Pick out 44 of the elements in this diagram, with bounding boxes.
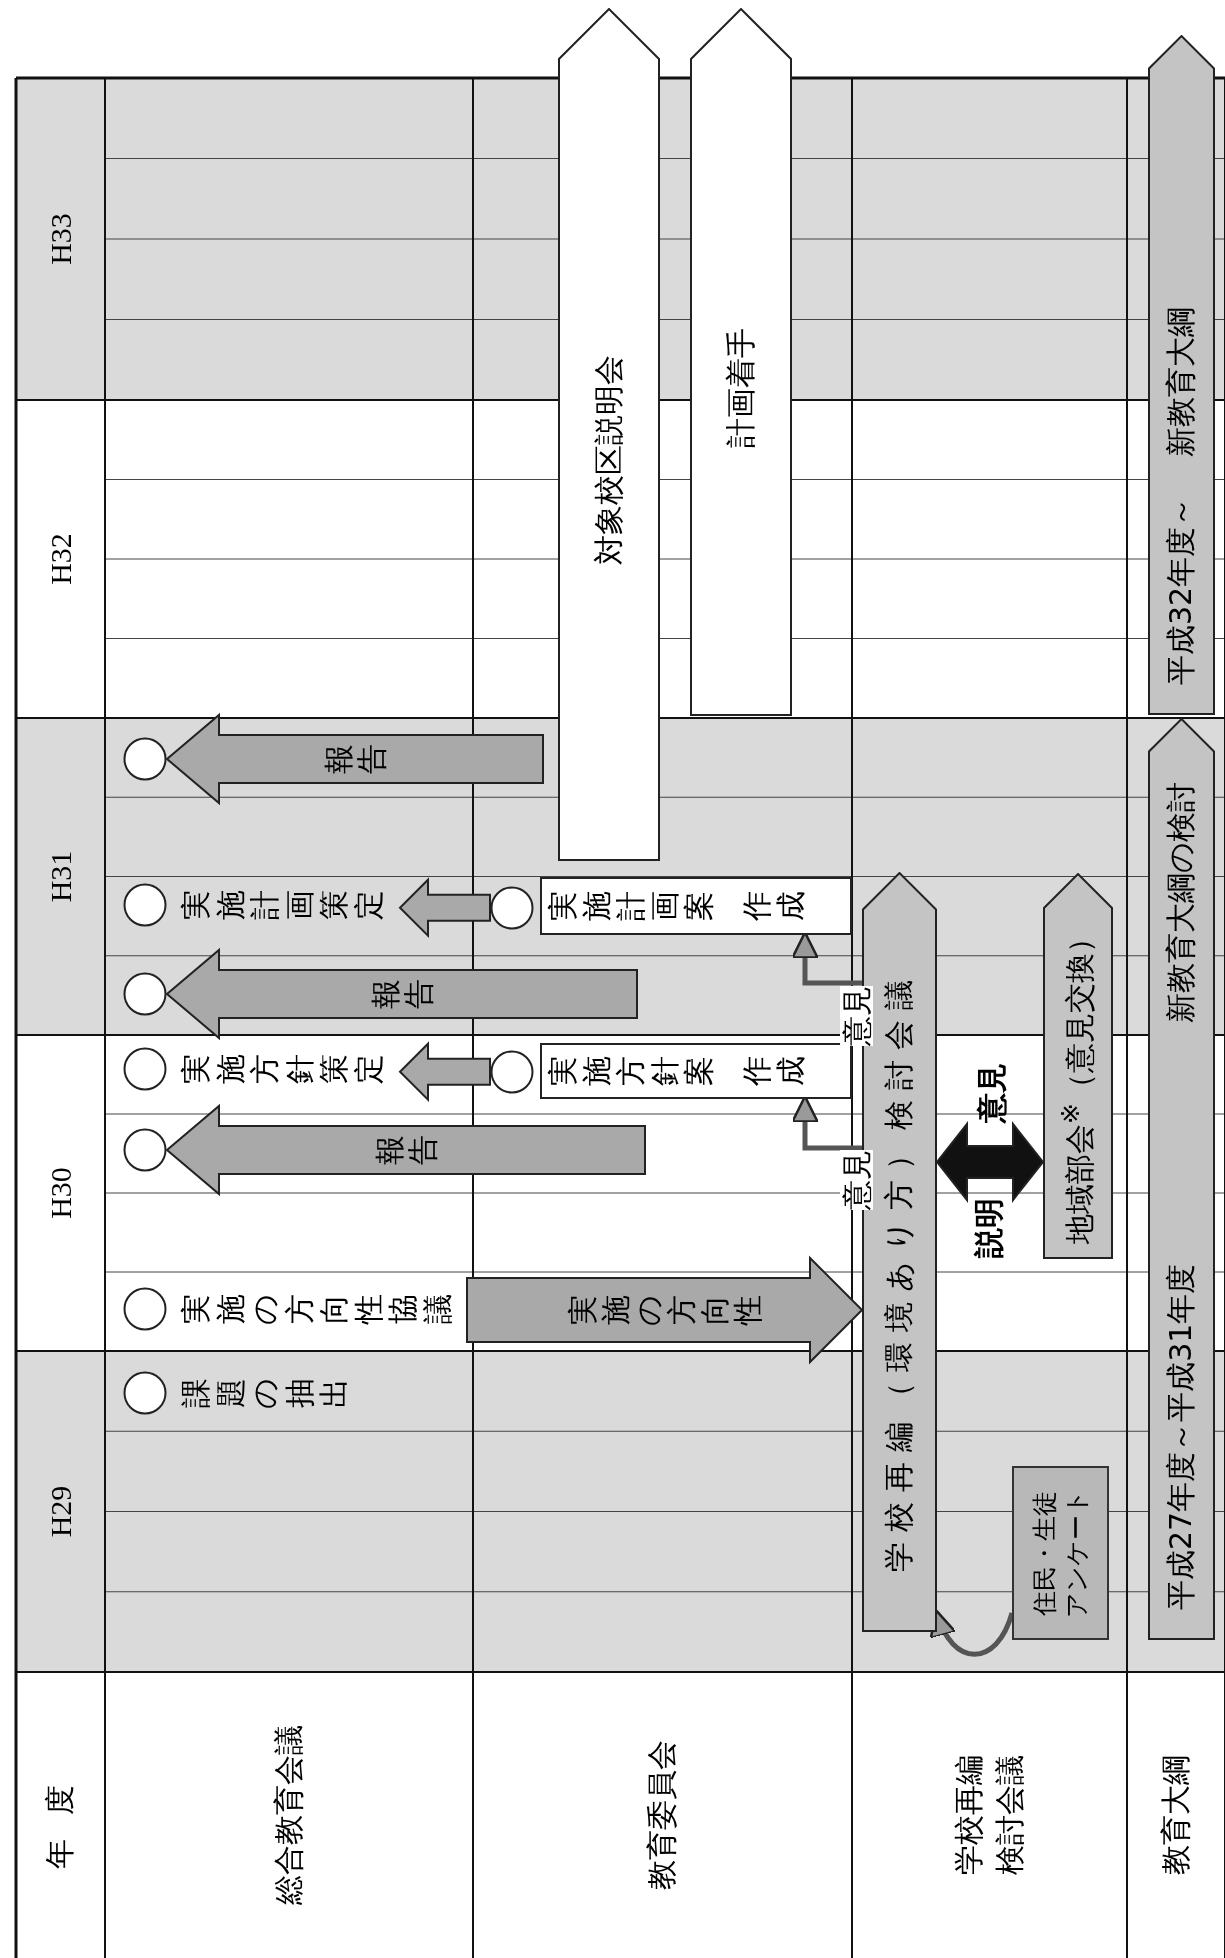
item-label: 課題の抽出 [179,1376,352,1411]
year-label: H30 [43,1167,78,1219]
row-label: 学校再編検討会議 [949,1754,1028,1877]
row-label: 教育大綱 [1156,1755,1194,1875]
circle-marker [490,886,534,930]
header-label: 年度 [41,1761,78,1869]
edge-label: 意見 [840,1150,873,1210]
block-arrow [935,1121,1045,1203]
circle-marker [123,1128,167,1172]
edge-label: 意見 [840,986,873,1046]
edge-label: 報告 [373,1134,439,1168]
arrow-label: 意見 [972,1063,1010,1123]
row-label: 総合教育会議 [269,1725,307,1905]
process-box: 実施計画案 作成 [540,877,852,935]
schedule-band: 計画着手 [690,8,792,716]
bar-label: 平成27年度～平成31年度 [1162,1263,1199,1610]
year-label: H33 [43,213,78,265]
block-arrow [165,947,638,1041]
block-arrow [165,1103,646,1197]
row-label: 教育委員会 [643,1740,680,1890]
edge-label: 説明 [972,1198,1005,1258]
item-label: 実施の方向性協議 [179,1292,455,1327]
item-label: 実施計画策定 [179,889,386,922]
survey-box: 住民・生徒アンケート [1012,1466,1109,1640]
bar-label: 新教育大綱の検討 [1162,781,1199,1023]
circle-marker [490,1050,534,1094]
year-label: H32 [43,533,78,585]
circle-marker [123,737,167,781]
year-label: H29 [43,1485,78,1538]
edge-label: 報告 [369,978,435,1012]
year-label: H31 [43,850,78,903]
block-arrow [466,1255,864,1365]
item-label: 実施方針策定 [179,1053,386,1086]
edge-label: 報告 [322,743,388,777]
edge-label: 実施の方向性 [565,1293,764,1328]
block-arrow [398,1041,491,1103]
block-arrow [165,712,544,806]
schedule-band [1148,718,1215,1640]
bar-label: 平成32年度～ [1162,496,1199,685]
schedule-band [1148,35,1215,715]
bar-label: 新教育大綱 [1162,306,1199,457]
block-arrow [398,877,491,939]
schedule-band: 対象校区説明会 [558,8,660,861]
circle-marker [123,972,167,1016]
